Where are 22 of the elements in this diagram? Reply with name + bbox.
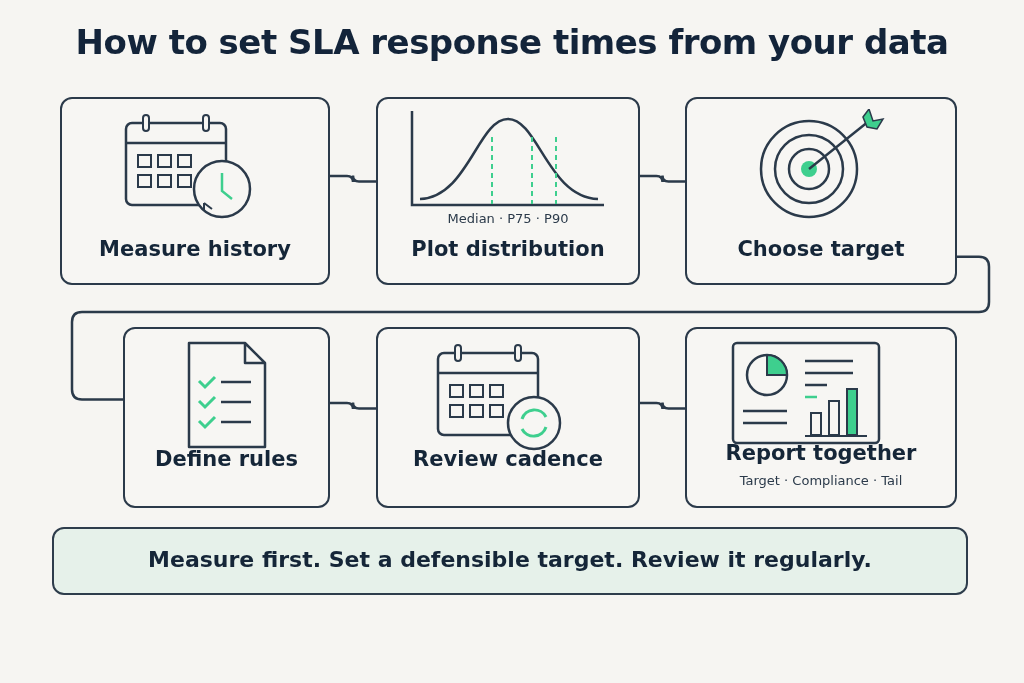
step-label: Measure history: [98, 237, 292, 261]
summary-banner: [52, 527, 968, 595]
caption-text: Median · P75 · P90: [446, 211, 570, 226]
connector-line: [640, 401, 685, 411]
step-label: Choose target: [736, 237, 906, 261]
step-card: [376, 327, 640, 508]
step-card: [376, 97, 640, 285]
step-label: Define rules: [154, 447, 299, 471]
step-card: [685, 97, 957, 285]
connector-line: [330, 401, 376, 411]
title: How to set SLA response times from your data: [74, 22, 950, 62]
step-card: [123, 327, 330, 508]
connector-line: [330, 174, 376, 184]
connector-line: [70, 255, 991, 401]
step-label: Review cadence: [412, 447, 604, 471]
connector-line: [640, 174, 685, 184]
caption-text: Target · Compliance · Tail: [738, 473, 904, 488]
summary-text: Measure first. Set a defensible target. Review it regularly.: [147, 547, 873, 572]
step-label: Plot distribution: [410, 237, 606, 261]
step-card: [60, 97, 330, 285]
step-label: Report together: [724, 441, 918, 465]
step-card: [685, 327, 957, 508]
